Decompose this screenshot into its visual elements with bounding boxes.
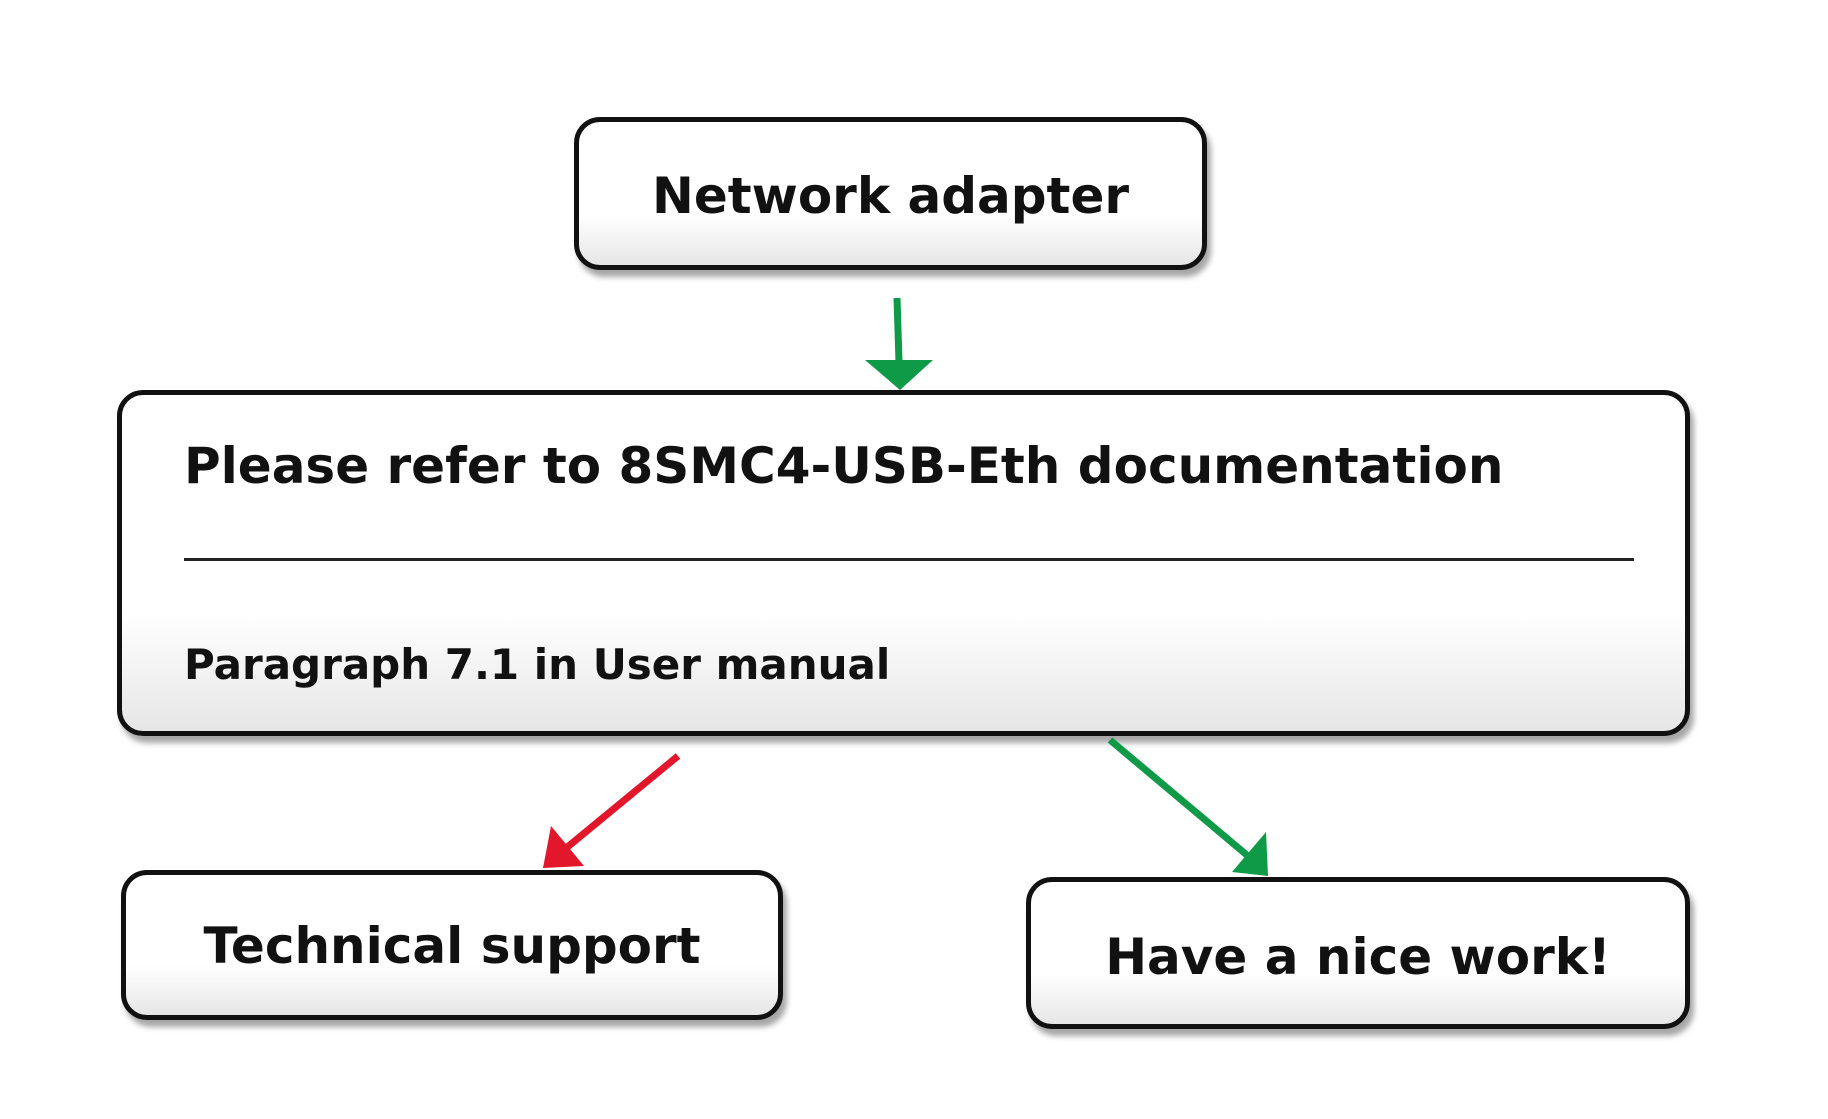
- arrow-down-green: [865, 297, 933, 390]
- arrow-red-to-support: [543, 753, 681, 868]
- network-adapter-label: Network adapter: [651, 167, 1130, 225]
- documentation-paragraph: Paragraph 7.1 in User manual: [184, 640, 891, 689]
- arrow-green-to-nice-work: [1107, 737, 1268, 876]
- network-adapter-node: Network adapter: [574, 117, 1207, 270]
- documentation-title: Please refer to 8SMC4-USB-Eth documentat…: [184, 437, 1504, 495]
- documentation-node: Please refer to 8SMC4-USB-Eth documentat…: [117, 390, 1690, 736]
- nice-work-label: Have a nice work!: [1105, 928, 1611, 986]
- nice-work-node: Have a nice work!: [1026, 877, 1690, 1029]
- technical-support-node: Technical support: [121, 870, 783, 1020]
- divider: [184, 558, 1634, 561]
- technical-support-label: Technical support: [203, 917, 701, 975]
